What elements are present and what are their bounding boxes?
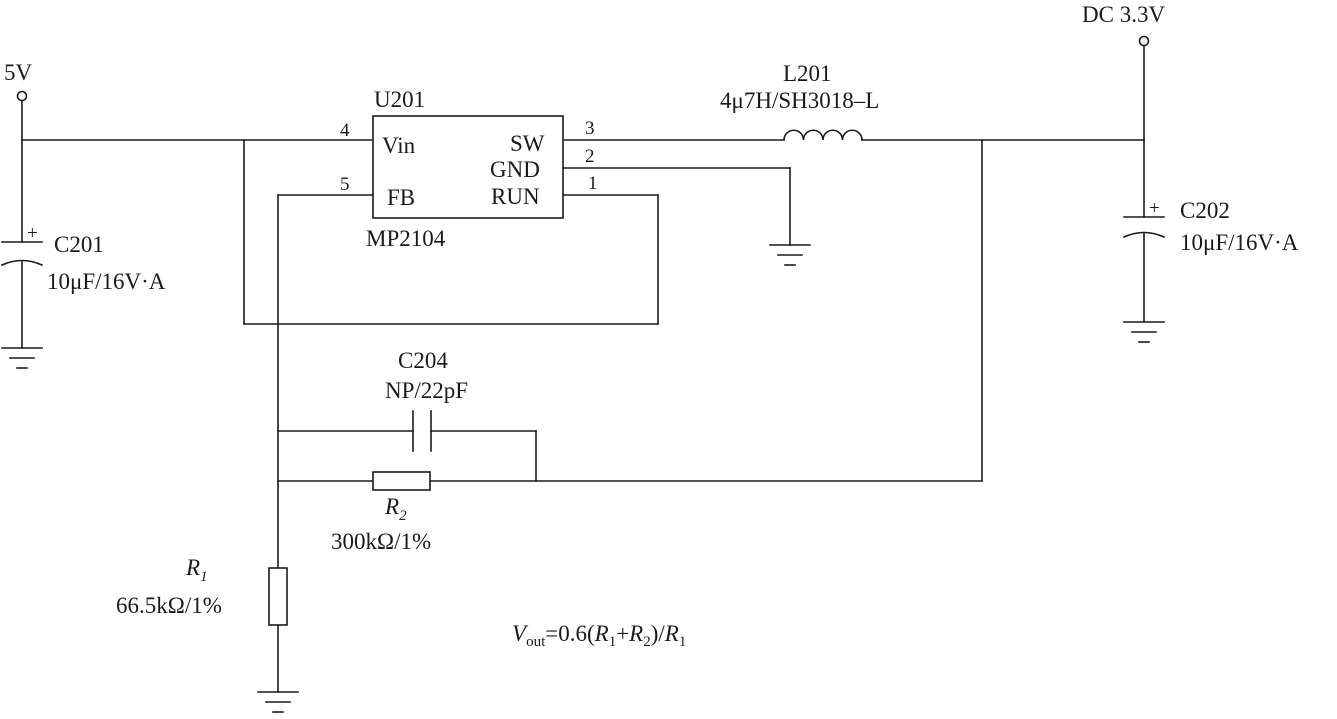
ground-icon (257, 691, 299, 713)
resistor-ref-label: R2 (384, 494, 407, 524)
pin-name-fb: FB (387, 185, 415, 210)
capacitor-value-label: NP/22pF (385, 378, 468, 403)
capacitor-ref-label: C204 (398, 348, 448, 373)
pin-number: 4 (340, 120, 350, 141)
ground-icon (1, 347, 43, 369)
capacitor-plate (0, 259, 44, 267)
pin-number: 2 (585, 146, 595, 167)
ground-icon (1123, 321, 1165, 343)
inductor-ref-label: L201 (783, 61, 832, 86)
ic-u201: U201 MP2104 4 Vin 5 FB 3 SW 2 GND 1 RUN (340, 87, 598, 251)
resistor-value-label: 66.5kΩ/1% (116, 593, 222, 618)
input-5v-label: 5V (4, 60, 33, 85)
pin-name-sw: SW (510, 131, 545, 156)
ground-icon (769, 244, 811, 266)
capacitor-ref-label: C202 (1180, 198, 1230, 223)
inductor-value-label: 4μ7H/SH3018–L (720, 88, 879, 113)
pin-name-gnd: GND (490, 157, 540, 182)
resistor-r2: R2 300kΩ/1% (331, 471, 431, 554)
output-voltage-formula: Vout=0.6(R1+R2)/R1 (512, 621, 686, 650)
pin-number: 3 (585, 118, 595, 139)
ic-ref-label: U201 (374, 87, 425, 112)
capacitor-c204: C204 NP/22pF (385, 348, 468, 452)
output-3v3-label: DC 3.3V (1082, 2, 1165, 27)
capacitor-c202: + C202 10μF/16V·A (1122, 198, 1299, 255)
pin-name-run: RUN (491, 184, 540, 209)
resistor-body (268, 567, 288, 626)
pin-number: 5 (340, 174, 350, 195)
capacitor-value-label: 10μF/16V·A (47, 269, 166, 294)
resistor-ref-label: R1 (185, 555, 208, 585)
wires (21, 45, 1145, 693)
capacitor-c201: + C201 10μF/16V·A (0, 223, 166, 294)
output-3v3-terminal (1138, 35, 1150, 47)
capacitor-ref-label: C201 (54, 232, 104, 257)
resistor-body (372, 471, 431, 491)
inductor-coil-icon (783, 129, 863, 141)
pin-name-vin: Vin (382, 133, 416, 158)
resistor-r1: R1 66.5kΩ/1% (116, 555, 288, 626)
ic-body (372, 115, 564, 219)
input-5v-terminal (16, 90, 28, 102)
capacitor-plate (1122, 231, 1166, 239)
capacitor-value-label: 10μF/16V·A (1180, 230, 1299, 255)
resistor-value-label: 300kΩ/1% (331, 529, 431, 554)
pin-number: 1 (588, 173, 598, 194)
ic-part-label: MP2104 (366, 226, 446, 251)
inductor-l201: L201 4μ7H/SH3018–L (720, 61, 879, 141)
polarity-mark: + (1149, 198, 1160, 219)
polarity-mark: + (27, 223, 38, 244)
